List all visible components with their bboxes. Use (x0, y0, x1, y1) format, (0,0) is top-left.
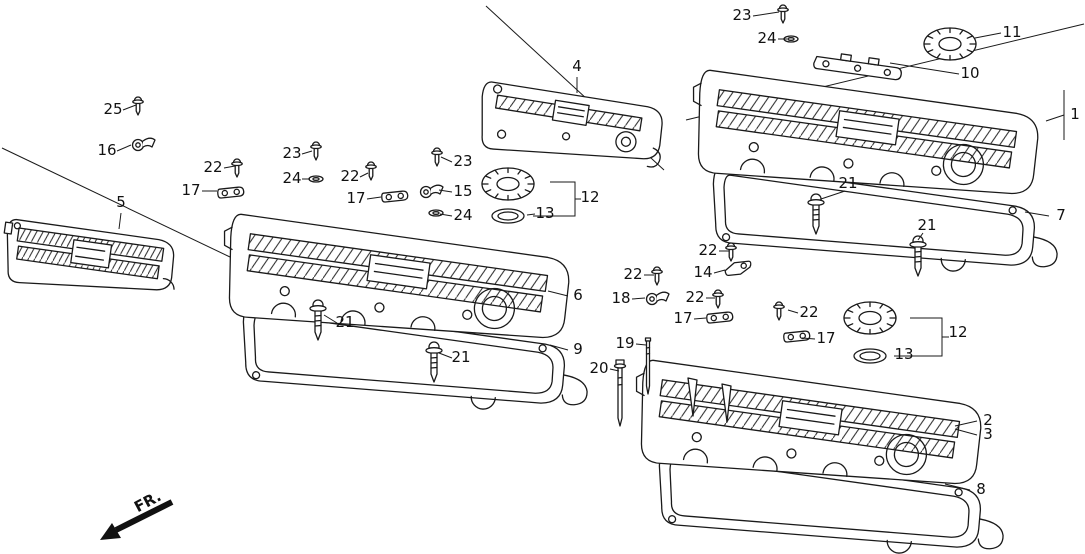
bolt-23-c (431, 147, 443, 167)
callout-12-b: 12 (948, 323, 967, 341)
fr-arrow-head (100, 523, 121, 540)
screw-22-c (725, 242, 737, 262)
washer-24-c (428, 209, 444, 217)
callout-10: 10 (960, 64, 979, 82)
callout-13-b: 13 (894, 345, 913, 363)
seal-13-b (853, 348, 887, 364)
callout-25: 25 (103, 100, 122, 118)
callout-12-a: 12 (580, 188, 599, 206)
callout-22-a: 22 (203, 158, 222, 176)
bolt-21-a (807, 193, 825, 235)
fr-indicator: FR. (100, 487, 174, 540)
screw-22-d (651, 266, 663, 286)
callout-21-c: 21 (335, 313, 354, 331)
clamp-15 (419, 184, 444, 199)
callout-22-b: 22 (340, 167, 359, 185)
leader-lines (116, 11, 1065, 491)
filler-cap-12-a (481, 167, 535, 201)
bracket-17-a (216, 186, 245, 199)
diagram-art (0, 4, 1064, 554)
callout-21-a: 21 (838, 174, 857, 192)
callout-22-f: 22 (799, 303, 818, 321)
plug-tube-b (721, 383, 732, 423)
clamp-16 (131, 137, 156, 152)
callout-23-c: 23 (453, 152, 472, 170)
valve-cover-2-3 (624, 357, 986, 508)
washer-24-b (308, 175, 324, 183)
plug-tube-a (687, 377, 698, 417)
callout-22-c: 22 (698, 241, 717, 259)
callout-20: 20 (589, 359, 608, 377)
callout-21-d: 21 (451, 348, 470, 366)
valve-cover-5 (0, 217, 182, 305)
callout-1: 1 (1070, 105, 1080, 123)
bolt-23-a (777, 4, 789, 24)
callout-24-a: 24 (757, 29, 776, 47)
callout-17-a: 17 (181, 181, 200, 199)
bracket-17-b (380, 190, 409, 203)
callout-23-a: 23 (732, 6, 751, 24)
callout-23-b: 23 (282, 144, 301, 162)
callout-17-b: 17 (346, 189, 365, 207)
callout-6: 6 (573, 286, 583, 304)
callout-8: 8 (976, 480, 986, 498)
callout-19: 19 (615, 334, 634, 352)
callout-11: 11 (1002, 23, 1021, 41)
seal-13-a (491, 208, 525, 224)
callout-24-b: 24 (282, 169, 301, 187)
callout-9: 9 (573, 340, 583, 358)
oil-filler-cap-11 (923, 27, 977, 61)
screw-22-b (365, 161, 377, 181)
bolt-21-b (909, 235, 927, 277)
callout-2: 2 (983, 411, 993, 429)
filler-cap-12-b (843, 301, 897, 335)
callout-7: 7 (1056, 206, 1066, 224)
callout-14: 14 (693, 263, 712, 281)
baffle-plate-10 (812, 49, 904, 81)
clamp-18 (645, 291, 670, 306)
fr-arrow-shaft (114, 499, 174, 533)
breather-cover-4 (473, 80, 669, 176)
bracket-14 (723, 260, 753, 277)
screw-22-e (712, 289, 724, 309)
callout-17-c: 17 (673, 309, 692, 327)
bracket-17-c (705, 311, 734, 324)
valve-cover-1 (681, 67, 1043, 218)
bolt-21-d (425, 341, 443, 383)
bolt-23-b (310, 141, 322, 161)
valve-cover-6 (212, 211, 574, 362)
screw-22-a (231, 158, 243, 178)
screw-22-f (773, 301, 785, 321)
callout-24-c: 24 (453, 206, 472, 224)
callout-18: 18 (611, 289, 630, 307)
callout-22-d: 22 (623, 265, 642, 283)
callout-16: 16 (97, 141, 116, 159)
stud-19 (644, 337, 652, 395)
callout-22-e: 22 (685, 288, 704, 306)
callout-21-b: 21 (917, 216, 936, 234)
callout-5: 5 (116, 193, 126, 211)
callout-13-a: 13 (535, 204, 554, 222)
callouts: 23 24 11 10 1 21 21 7 4 25 16 5 22 17 23… (97, 6, 1079, 498)
bracket-17-d (782, 330, 811, 343)
callout-4: 4 (572, 57, 582, 75)
callout-15: 15 (453, 182, 472, 200)
callout-17-d: 17 (816, 329, 835, 347)
callout-3: 3 (983, 425, 993, 443)
